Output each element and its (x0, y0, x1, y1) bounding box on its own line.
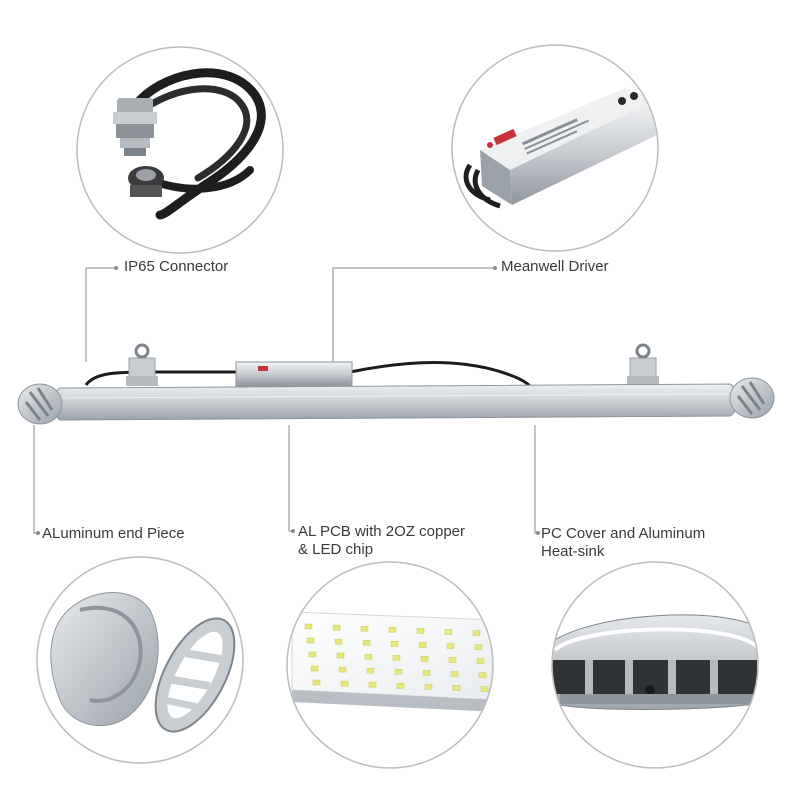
led-chip (472, 630, 481, 636)
al-pcb-label-line1: AL PCB with 2OZ copper (298, 523, 466, 540)
pcb-detail (286, 561, 494, 769)
led-chip (310, 665, 319, 672)
led-chip (338, 666, 347, 673)
led-chip (308, 651, 317, 658)
end-piece-detail (36, 556, 244, 764)
al-pcb-label-line2: & LED chip (298, 541, 374, 558)
ip65-connector-label: IP65 Connector (124, 258, 229, 275)
led-chip (474, 644, 483, 650)
led-chip (424, 684, 433, 690)
led-chip (422, 670, 431, 676)
leader-dots (36, 266, 540, 535)
end-cap-left (17, 383, 63, 425)
led-chip (478, 672, 487, 678)
led-chip (390, 641, 399, 647)
led-chip (336, 652, 345, 659)
aluminum-end-piece-label: ALuminum end Piece (42, 525, 185, 542)
led-chip (418, 642, 427, 648)
pc-cover-label-line2: Heat-sink (541, 543, 605, 560)
led-chip (366, 667, 375, 674)
driver-on-bar (235, 361, 353, 387)
led-chip (364, 653, 373, 660)
led-chip (388, 627, 397, 633)
led-chip (360, 625, 369, 632)
meanwell-driver-label: Meanwell Driver (501, 258, 609, 275)
heat-sink-detail (551, 561, 759, 769)
ip65-connector-detail (76, 46, 284, 254)
led-chip (368, 681, 377, 688)
led-chip (416, 628, 425, 634)
led-chip (396, 683, 405, 689)
led-chip (420, 656, 429, 662)
led-chip (340, 680, 349, 687)
led-chip (312, 679, 321, 686)
led-chip (448, 657, 457, 663)
led-chip (450, 671, 459, 677)
hanger-left (126, 343, 158, 386)
led-chip (394, 669, 403, 675)
led-chip (476, 658, 485, 664)
end-cap-right (729, 377, 775, 419)
led-chip (306, 637, 315, 644)
led-chip (334, 638, 343, 645)
led-chip (452, 685, 461, 691)
led-chip (392, 655, 401, 661)
led-chip (480, 686, 489, 692)
led-chip (444, 629, 453, 635)
led-chip (332, 624, 341, 631)
led-chip (446, 643, 455, 649)
meanwell-driver-detail (451, 44, 659, 252)
led-chip (362, 639, 371, 646)
led-chip-grid (304, 623, 489, 692)
led-chip (304, 623, 313, 630)
led-bar-fixture (17, 343, 775, 425)
pc-cover-label-line1: PC Cover and Aluminum (541, 525, 706, 542)
hanger-right (627, 343, 659, 386)
